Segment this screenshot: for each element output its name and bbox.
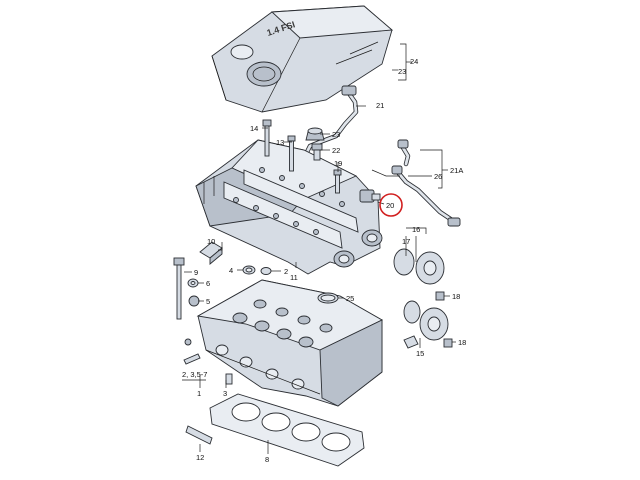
grommet-23 bbox=[305, 127, 325, 141]
label-17: 17 bbox=[402, 237, 410, 246]
highlight-circle bbox=[379, 193, 403, 217]
label-5: 5 bbox=[206, 297, 210, 306]
oil-cap-opening bbox=[230, 44, 254, 60]
label-21a: 21A bbox=[450, 166, 463, 175]
flange-15 bbox=[403, 300, 449, 349]
label-8: 8 bbox=[265, 455, 269, 464]
label-6: 6 bbox=[206, 279, 210, 288]
label-12: 12 bbox=[196, 453, 204, 462]
label-9: 9 bbox=[194, 268, 198, 277]
flange-16 bbox=[393, 248, 445, 285]
bolt-14 bbox=[262, 119, 272, 157]
bracket-16 bbox=[406, 227, 427, 234]
hose-21a bbox=[391, 139, 461, 227]
bolt-19 bbox=[333, 169, 342, 194]
label-23-top: 23 bbox=[398, 67, 406, 76]
label-20: 20 bbox=[386, 201, 394, 210]
label-21: 21 bbox=[376, 101, 384, 110]
pins-2357 bbox=[183, 338, 201, 365]
label-14: 14 bbox=[250, 124, 258, 133]
bracket-21a bbox=[420, 149, 443, 189]
label-16: 16 bbox=[412, 225, 420, 234]
label-10: 10 bbox=[207, 237, 215, 246]
cylinder-head bbox=[196, 279, 383, 407]
label-26: 26 bbox=[434, 172, 442, 181]
label-25: 25 bbox=[346, 294, 354, 303]
seal-2 bbox=[260, 267, 272, 275]
label-4: 4 bbox=[229, 266, 233, 275]
seal-5 bbox=[188, 295, 200, 307]
bolt-13 bbox=[287, 135, 296, 172]
label-18-upper: 18 bbox=[452, 292, 460, 301]
label-11: 11 bbox=[290, 273, 298, 282]
label-18-lower: 18 bbox=[458, 338, 466, 347]
label-2357: 2, 3,5-7 bbox=[182, 370, 207, 379]
pin-1 bbox=[225, 373, 233, 385]
label-22: 22 bbox=[332, 146, 340, 155]
camshaft-sensor bbox=[359, 189, 381, 203]
leader-lines bbox=[184, 69, 456, 454]
stud-12 bbox=[185, 425, 213, 445]
label-24: 24 bbox=[410, 57, 418, 66]
head-gasket bbox=[209, 393, 365, 467]
label-23: 23 bbox=[332, 130, 340, 139]
label-2: 2 bbox=[284, 267, 288, 276]
ring-4 bbox=[242, 265, 256, 275]
label-13: 13 bbox=[276, 138, 284, 147]
label-1: 1 bbox=[197, 389, 201, 398]
label-15: 15 bbox=[416, 349, 424, 358]
label-3: 3 bbox=[223, 389, 227, 398]
label-19: 19 bbox=[334, 159, 342, 168]
camshaft-housing bbox=[195, 139, 383, 275]
bolt-9 bbox=[173, 257, 185, 320]
engine-cover: 1.4 FSI bbox=[211, 5, 394, 113]
cover-emblem bbox=[246, 61, 282, 87]
plug-22 bbox=[311, 143, 323, 161]
oring-25 bbox=[317, 292, 339, 304]
washer-6 bbox=[187, 278, 199, 288]
